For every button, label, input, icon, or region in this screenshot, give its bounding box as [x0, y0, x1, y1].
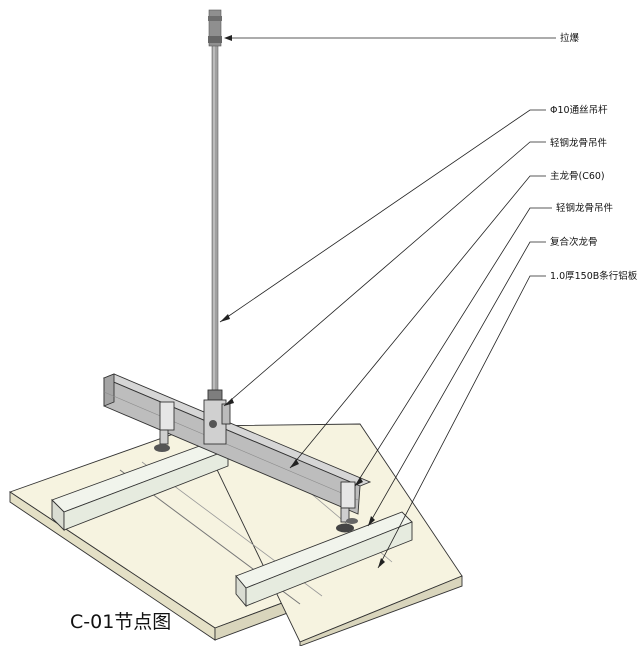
- callout-hanger-upper: 轻钢龙骨吊件: [550, 137, 608, 149]
- arrow-head: [224, 398, 234, 406]
- main-keel-edge: [103, 391, 359, 501]
- main-keel-end: [103, 373, 115, 407]
- rod-nut: [207, 389, 223, 401]
- arrow-head: [220, 314, 230, 322]
- bolt-nut: [208, 16, 222, 21]
- hanger-clip-right: [336, 481, 358, 533]
- keel-face: [63, 449, 229, 531]
- clip-body: [159, 401, 175, 431]
- leader-main-keel: [289, 175, 546, 469]
- callout-labels: 拉爆 Φ10通丝吊杆 轻钢龙骨吊件 主龙骨(C60) 轻钢龙骨吊件 复合次龙骨 …: [550, 32, 638, 282]
- arrow-head: [368, 516, 375, 526]
- callout-aluminum-panel: 1.0厚150B条行铝板: [550, 270, 638, 282]
- arrow-head: [290, 459, 299, 468]
- arrow-head: [355, 477, 363, 486]
- clip-foot: [154, 444, 170, 452]
- hanger-tab: [221, 403, 231, 425]
- callout-hanger-lower: 轻钢龙骨吊件: [556, 202, 614, 214]
- clip-leg: [340, 507, 350, 523]
- leader-hanger-rod: [219, 109, 546, 323]
- hanger-clip-left: [154, 401, 175, 452]
- rod-shaft: [211, 43, 219, 395]
- keel-face: [245, 521, 413, 607]
- callout-secondary-keel: 复合次龙骨: [550, 236, 598, 248]
- clip-foot: [336, 523, 354, 533]
- leader-aluminum-panel: [377, 275, 546, 569]
- arrow-head: [224, 35, 232, 41]
- callout-expansion-bolt: 拉爆: [560, 32, 580, 44]
- leader-hanger-lower: [354, 207, 552, 487]
- leader-secondary-keel: [367, 241, 546, 527]
- hanger-bolt: [209, 420, 217, 428]
- callout-main-keel: 主龙骨(C60): [550, 170, 605, 182]
- hanger-rod: [203, 9, 231, 445]
- leader-lines: [219, 35, 556, 569]
- secondary-keel-right: [235, 511, 413, 608]
- diagram-title: C-01节点图: [70, 611, 171, 633]
- leader-hanger-upper: [223, 141, 546, 407]
- panel-right-edge: [299, 575, 463, 646]
- clip-foot: [346, 518, 358, 524]
- callout-hanger-rod: Φ10通丝吊杆: [550, 104, 608, 116]
- bolt-nut: [208, 36, 222, 43]
- clip-leg: [159, 429, 169, 445]
- arrow-head: [378, 558, 385, 568]
- clip-body: [340, 481, 356, 509]
